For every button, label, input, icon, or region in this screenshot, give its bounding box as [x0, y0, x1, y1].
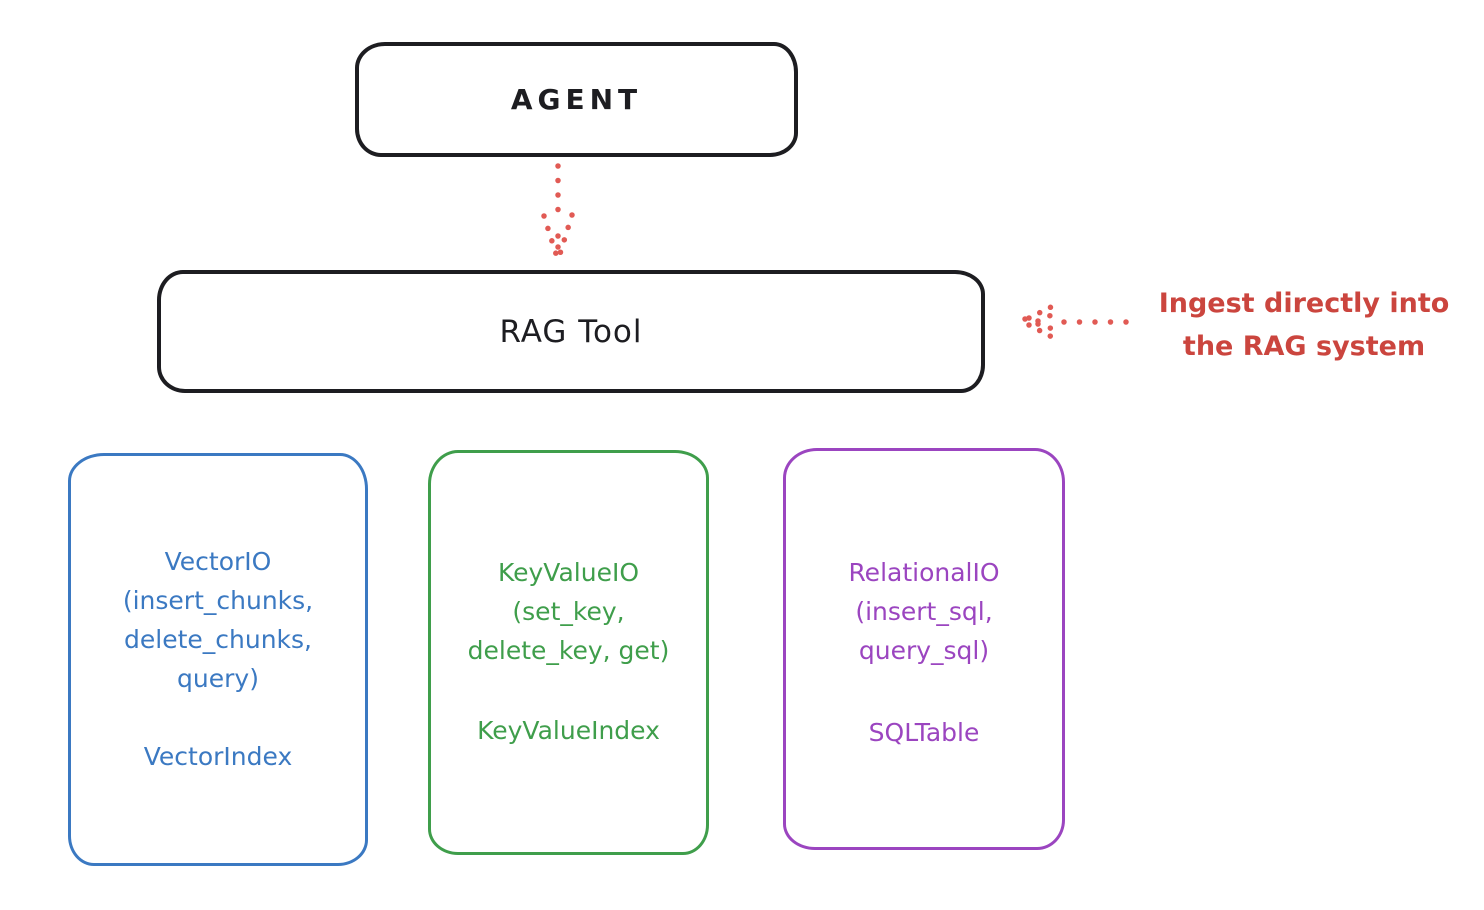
keyvalue-io-node: KeyValueIO (set_key, delete_key, get) Ke…	[428, 450, 709, 855]
arrow-down-icon	[541, 163, 575, 261]
sql-table-label: SQLTable	[868, 718, 980, 747]
keyvalue-io-methods-2: delete_key, get)	[467, 636, 670, 665]
rag-tool-node: RAG Tool	[157, 270, 985, 393]
keyvalue-io-methods-1: (set_key,	[512, 597, 625, 626]
agent-label: AGENT	[510, 83, 643, 116]
vector-index-label: VectorIndex	[143, 742, 293, 771]
annotation-line-2: the RAG system	[1182, 331, 1426, 362]
relational-io-node: RelationalIO (insert_sql, query_sql) SQL…	[783, 448, 1065, 850]
vector-io-methods-3: query)	[177, 664, 259, 693]
arrow-left-icon	[1022, 303, 1141, 340]
rag-tool-label: RAG Tool	[499, 313, 643, 350]
vector-io-title: VectorIO	[164, 547, 272, 576]
keyvalue-index-label: KeyValueIndex	[477, 716, 660, 745]
relational-io-methods-2: query_sql)	[858, 636, 990, 665]
annotation-line-1: Ingest directly into	[1158, 288, 1450, 319]
relational-io-methods-1: (insert_sql,	[855, 597, 993, 626]
vector-io-node: VectorIO (insert_chunks, delete_chunks, …	[68, 453, 368, 866]
relational-io-title: RelationalIO	[848, 558, 1000, 587]
keyvalue-io-title: KeyValueIO	[497, 558, 640, 587]
vector-io-methods-2: delete_chunks,	[124, 625, 312, 654]
agent-node: AGENT	[355, 42, 798, 157]
vector-io-methods-1: (insert_chunks,	[122, 586, 314, 615]
ingest-annotation: Ingest directly into the RAG system	[1138, 282, 1470, 368]
